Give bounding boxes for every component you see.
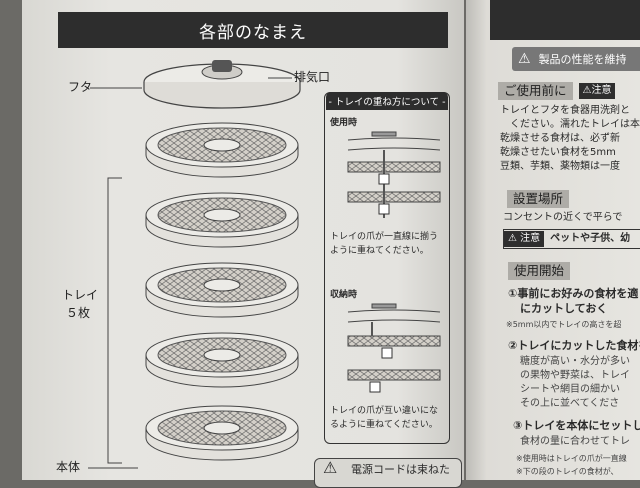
stacking-guide-header: - トレイの重ね方について - [326, 92, 448, 110]
before-use-list: トレイとフタを食器用洗剤と ください。濡れたトレイは本 乾燥させる食材は、必ず新… [500, 104, 640, 174]
step-2-line: その上に並べてくださ [520, 398, 620, 409]
step-1-line: ①事前にお好みの食材を適 [508, 287, 639, 300]
in-use-diagram [347, 131, 441, 218]
warning-icon: ⚠ [582, 85, 592, 96]
start-heading: 使用開始 [508, 262, 571, 280]
step-2: ②トレイにカットした食材を並 [508, 339, 640, 352]
tray [145, 122, 299, 178]
performance-banner: ⚠ 製品の性能を維持 [512, 47, 640, 71]
list-item: 乾燥させたい食材を5mm [500, 147, 616, 158]
caution-badge: ⚠注意 [578, 83, 616, 99]
in-use-label: 使用時 [330, 118, 358, 128]
warning-icon: ⚠ [518, 51, 531, 67]
tray-label: トレイ [62, 288, 99, 302]
step-1-note: ※5mm以内でトレイの高さを超 [506, 320, 622, 329]
tray-count-label: ５枚 [66, 306, 91, 320]
right-page [466, 0, 640, 480]
step-2-text: 糖度が高い・水分が多い の果物や野菜は、トレイ シートや網目の細かい その上に並… [520, 355, 630, 411]
right-header-bar [490, 0, 640, 40]
placement-heading: 設置場所 [507, 190, 570, 208]
step-1: ①事前にお好みの食材を適 にカットしておく [508, 286, 638, 316]
step-3-note-2: ※下の段のトレイの食材が、 [516, 467, 619, 476]
storage-diagram [347, 303, 441, 393]
step-2-line: の果物や野菜は、トレイ [520, 370, 630, 381]
before-use-heading: ご使用前に [498, 82, 573, 100]
caution-label: 注意 [591, 85, 612, 96]
tray [145, 262, 299, 318]
lid-label: フタ [68, 80, 93, 94]
placement-bullet: コンセントの近くで平らで [503, 212, 623, 223]
step-1-line: にカットしておく [520, 302, 608, 315]
list-item: ください。濡れたトレイは本 [510, 119, 640, 130]
list-item: 豆類、芋類、薬物類は一度 [500, 161, 620, 172]
step-3-text: 食材の量に合わせてトレ [520, 436, 630, 447]
warning-icon: ⚠ [323, 458, 338, 477]
in-use-text: トレイの爪が一直線に揃うように重ねてください。 [330, 232, 439, 256]
power-warning-text: 電源コードは束ねた [351, 463, 450, 476]
page-title: 各部のなまえ [58, 12, 448, 48]
tray-on-body [145, 405, 299, 461]
vent-label: 排気口 [294, 70, 331, 84]
before-use-header-row: ご使用前に ⚠注意 [498, 82, 616, 100]
dryer-diagram [88, 60, 301, 469]
caution-label: 注意 [520, 233, 541, 244]
caution-badge: ⚠ 注意 [504, 231, 545, 247]
step-2-line: 糖度が高い・水分が多い [520, 356, 630, 367]
power-cord-warning: ⚠ 電源コードは束ねた [314, 458, 462, 488]
body-label: 本体 [56, 460, 81, 474]
list-item: トレイとフタを食器用洗剤と [500, 105, 630, 116]
tray-bracket [107, 177, 122, 464]
placement-caution: ⚠ 注意 ペットや子供、幼 [503, 229, 640, 249]
step-3: ③トレイを本体にセットして [513, 419, 640, 432]
lid [143, 60, 301, 109]
list-item: 乾燥させる食材は、必ず新 [500, 133, 620, 144]
performance-banner-text: 製品の性能を維持 [538, 53, 627, 66]
caution-text: ペットや子供、幼 [550, 233, 631, 244]
step-3-note-1: ※使用時はトレイの爪が一直線 [516, 454, 627, 463]
tray [145, 332, 299, 388]
tray [145, 192, 299, 248]
step-2-line: シートや網目の細かい [520, 384, 620, 395]
storage-label: 収納時 [330, 290, 358, 300]
storage-text: トレイの爪が互い違いになるように重ねてください。 [330, 406, 439, 430]
warning-icon: ⚠ [508, 233, 521, 244]
